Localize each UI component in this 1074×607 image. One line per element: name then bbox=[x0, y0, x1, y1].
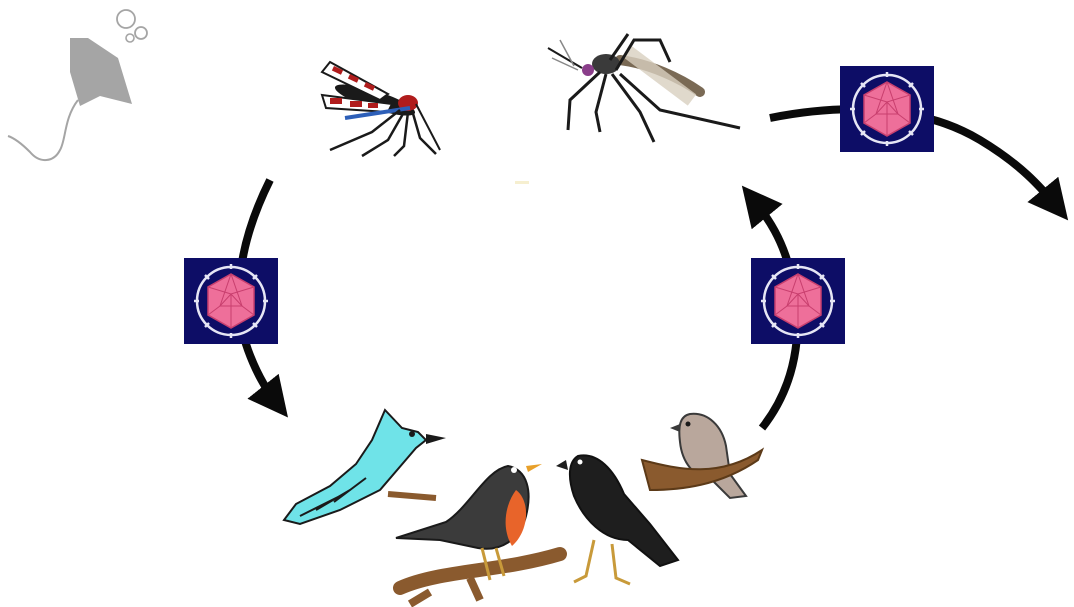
sparrow-icon bbox=[642, 414, 762, 498]
virus-badge-top-right bbox=[840, 66, 934, 152]
virus-badge-right bbox=[751, 258, 845, 344]
birds-icon bbox=[284, 410, 762, 604]
mosquito-culex-icon bbox=[322, 62, 440, 156]
stingray-icon bbox=[8, 10, 147, 160]
virus-icon bbox=[184, 258, 278, 344]
virus-badge-left bbox=[184, 258, 278, 344]
mosquito-aedes-icon bbox=[548, 34, 740, 142]
virus-icon bbox=[840, 66, 934, 152]
virus-icon bbox=[751, 258, 845, 344]
robin-icon bbox=[396, 464, 560, 604]
blue-jay-icon bbox=[284, 410, 446, 524]
